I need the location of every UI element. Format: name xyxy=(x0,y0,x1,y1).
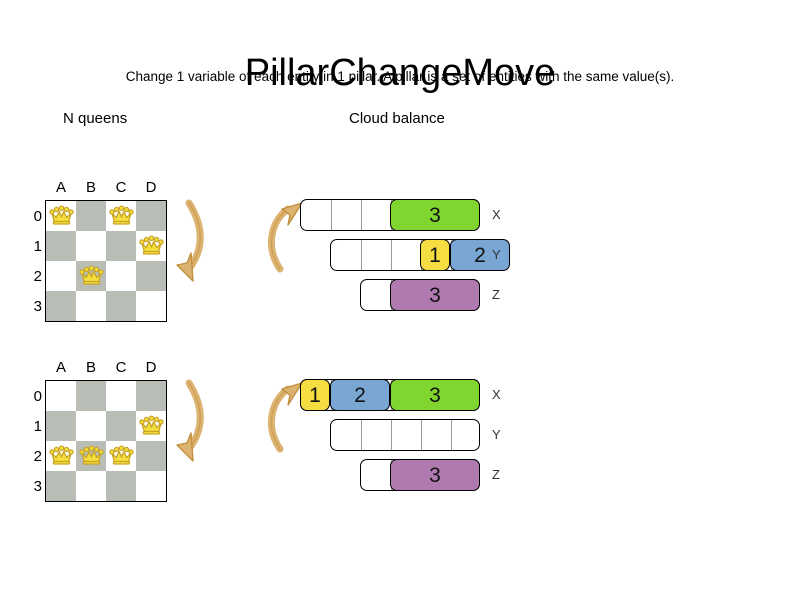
capacity-cell-divider xyxy=(451,420,452,450)
computer-label: Z xyxy=(492,467,500,482)
queen-piece[interactable] xyxy=(46,441,76,471)
board-file-label: D xyxy=(145,359,157,376)
board-square[interactable] xyxy=(76,381,106,411)
board-square[interactable] xyxy=(136,381,166,411)
queen-piece[interactable] xyxy=(136,411,166,441)
computer-label: Y xyxy=(492,427,501,442)
board-square[interactable] xyxy=(76,291,106,321)
board-rank-label: 0 xyxy=(33,388,42,405)
board-square[interactable] xyxy=(46,471,76,501)
capacity-cell-divider xyxy=(391,240,392,270)
capacity-cell-divider xyxy=(331,200,332,230)
board-file-label: B xyxy=(85,179,96,196)
capacity-cell-divider xyxy=(391,420,392,450)
computer-label: Z xyxy=(492,287,500,302)
chess-board[interactable]: A B C D 0 1 2 3 xyxy=(34,179,167,322)
board-square[interactable] xyxy=(46,381,76,411)
cloud-computer-row[interactable]: Y xyxy=(330,419,501,451)
section-header-nqueens: N queens xyxy=(63,110,128,127)
queen-icon xyxy=(79,265,104,285)
process-block[interactable]: 3 xyxy=(390,459,480,491)
board-file-label: C xyxy=(115,179,127,196)
board-square[interactable] xyxy=(136,201,166,231)
process-block[interactable]: 1 xyxy=(300,379,330,411)
board-rank-label: 2 xyxy=(33,448,42,465)
queen-piece[interactable] xyxy=(76,261,106,291)
computer-label: X xyxy=(492,387,501,402)
board-square[interactable] xyxy=(106,291,136,321)
queen-icon xyxy=(49,445,74,465)
board-square[interactable] xyxy=(106,261,136,291)
board-file-label: B xyxy=(85,359,96,376)
board-square[interactable] xyxy=(76,201,106,231)
board-square[interactable] xyxy=(136,471,166,501)
board-square[interactable] xyxy=(76,471,106,501)
nqueens-board-after: A B C D 0 1 2 3 xyxy=(34,359,167,502)
capacity-cell-divider xyxy=(361,200,362,230)
process-block[interactable]: 1 xyxy=(420,239,450,271)
board-file-label: C xyxy=(115,359,127,376)
queen-icon xyxy=(79,445,104,465)
queen-icon xyxy=(109,445,134,465)
board-rank-label: 2 xyxy=(33,268,42,285)
board-file-label: D xyxy=(145,179,157,196)
board-square[interactable] xyxy=(136,261,166,291)
page-subtitle: Change 1 variable of each entity in 1 pi… xyxy=(125,69,675,84)
section-header-cloud: Cloud balance xyxy=(349,110,445,127)
queen-piece[interactable] xyxy=(76,441,106,471)
board-square[interactable] xyxy=(106,231,136,261)
board-rank-label: 1 xyxy=(33,418,42,435)
queen-icon xyxy=(109,205,134,225)
board-file-label: A xyxy=(55,359,66,376)
queen-piece[interactable] xyxy=(106,441,136,471)
capacity-cell-divider xyxy=(421,420,422,450)
move-arrow-nqueens-top-icon xyxy=(163,193,209,298)
process-block[interactable]: 2 xyxy=(450,239,510,271)
board-square[interactable] xyxy=(106,381,136,411)
computer-capacity-track[interactable] xyxy=(330,419,480,451)
board-square[interactable] xyxy=(46,261,76,291)
board-rank-label: 3 xyxy=(33,298,42,315)
board-square[interactable] xyxy=(46,291,76,321)
move-arrow-cloud-bottom-icon xyxy=(266,373,312,478)
queen-icon xyxy=(139,415,164,435)
computer-label: Y xyxy=(492,247,501,262)
move-arrow-cloud-top-icon xyxy=(266,193,312,298)
chess-board[interactable]: A B C D 0 1 2 3 xyxy=(34,359,167,502)
board-square[interactable] xyxy=(106,471,136,501)
queen-icon xyxy=(49,205,74,225)
board-square[interactable] xyxy=(76,231,106,261)
move-arrow-nqueens-bottom-icon xyxy=(163,373,209,478)
queen-icon xyxy=(139,235,164,255)
queen-piece[interactable] xyxy=(106,201,136,231)
process-block[interactable]: 3 xyxy=(390,379,480,411)
process-block[interactable]: 3 xyxy=(390,199,480,231)
queen-piece[interactable] xyxy=(46,201,76,231)
board-rank-label: 1 xyxy=(33,238,42,255)
process-block[interactable]: 2 xyxy=(330,379,390,411)
process-block[interactable]: 3 xyxy=(390,279,480,311)
board-square[interactable] xyxy=(136,441,166,471)
board-square[interactable] xyxy=(46,231,76,261)
board-square[interactable] xyxy=(46,411,76,441)
board-square[interactable] xyxy=(136,291,166,321)
queen-piece[interactable] xyxy=(136,231,166,261)
board-file-label: A xyxy=(55,179,66,196)
nqueens-board-before: A B C D 0 1 2 3 xyxy=(34,179,167,322)
board-rank-label: 3 xyxy=(33,478,42,495)
computer-label: X xyxy=(492,207,501,222)
page-title: PillarChangeMove xyxy=(244,52,556,95)
capacity-cell-divider xyxy=(361,240,362,270)
board-square[interactable] xyxy=(106,411,136,441)
board-square[interactable] xyxy=(76,411,106,441)
capacity-cell-divider xyxy=(361,420,362,450)
board-rank-label: 0 xyxy=(33,208,42,225)
